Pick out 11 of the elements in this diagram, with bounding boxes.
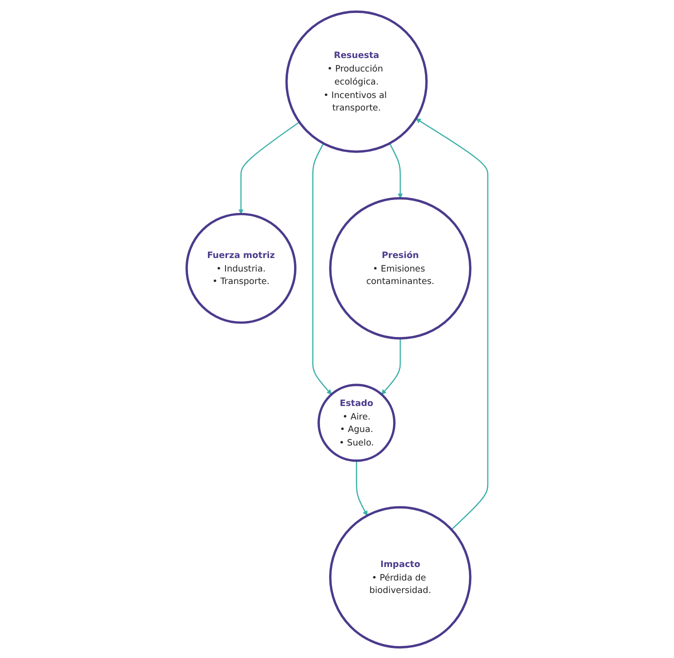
node-circle: Fuerza motriz • Industria. • Transporte. bbox=[185, 212, 296, 324]
arrow bbox=[356, 460, 368, 516]
arrow bbox=[381, 338, 401, 394]
node-circle: Impacto • Pérdida de biodiversidad. bbox=[328, 506, 472, 648]
arrow bbox=[388, 142, 403, 198]
arrow bbox=[238, 121, 300, 214]
node-circle: Resuesta • Producción ecológica. • Incentivos al transporte. bbox=[285, 10, 428, 152]
arrow bbox=[312, 142, 332, 394]
node-circle: Estado • Aire. • Agua. • Suelo. bbox=[317, 383, 396, 462]
arrow bbox=[416, 118, 488, 530]
node-circle: Presión • Emisiones contaminantes. bbox=[328, 196, 472, 339]
